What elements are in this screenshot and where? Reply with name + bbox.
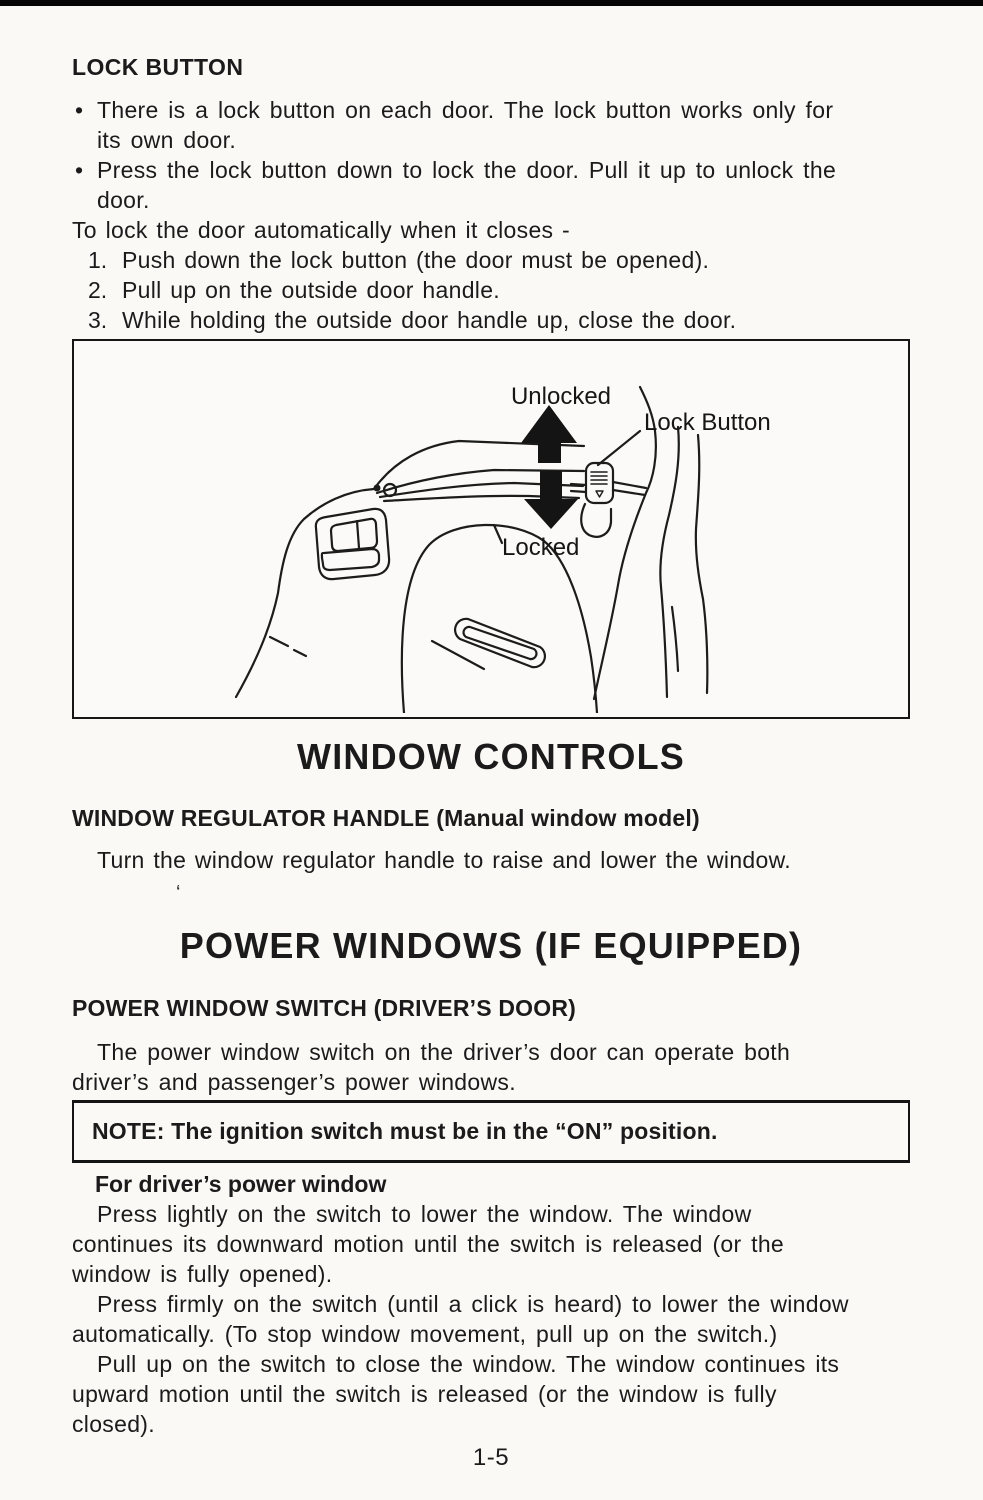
lock-button-hatch bbox=[590, 471, 608, 485]
list-item: • There is a lock button on each door. T… bbox=[72, 95, 910, 155]
window-controls-heading: WINDOW CONTROLS bbox=[297, 736, 685, 777]
text-line: door. bbox=[97, 187, 150, 213]
driver-power-window-paragraphs: Press lightly on the switch to lower the… bbox=[72, 1199, 910, 1439]
text-line: The power window switch on the driver’s … bbox=[97, 1039, 791, 1065]
sill-line bbox=[375, 468, 586, 495]
ignition-note-box: NOTE: The ignition switch must be in the… bbox=[72, 1100, 910, 1163]
list-item: 1. Push down the lock button (the door m… bbox=[72, 245, 910, 275]
text-line: There is a lock button on each door. The… bbox=[97, 97, 834, 123]
bullet-text: Press the lock button down to lock the d… bbox=[97, 155, 910, 215]
door-handle-lever bbox=[320, 547, 381, 572]
paragraph: Pull up on the switch to close the windo… bbox=[72, 1349, 910, 1439]
lock-button-heading: LOCK BUTTON bbox=[72, 54, 244, 80]
scan-artifact: ‘ bbox=[176, 882, 181, 904]
armrest-slot-inner bbox=[462, 625, 538, 661]
window-regulator-body: Turn the window regulator handle to rais… bbox=[97, 847, 791, 873]
auto-lock-intro: To lock the door automatically when it c… bbox=[72, 217, 570, 243]
lock-button-figure: Unlocked Lock Button Locked bbox=[72, 339, 910, 719]
lock-rod-stub bbox=[569, 482, 588, 494]
text-line: Press the lock button down to lock the d… bbox=[97, 157, 837, 183]
text-line: Pull up on the switch to close the windo… bbox=[97, 1351, 840, 1377]
sill-line bbox=[382, 494, 581, 503]
text-line: automatically. (To stop window movement,… bbox=[72, 1321, 778, 1347]
power-window-switch-body: The power window switch on the driver’s … bbox=[72, 1037, 910, 1097]
figure-label-locked: Locked bbox=[502, 534, 579, 561]
window-regulator-subheading: WINDOW REGULATOR HANDLE (Manual window m… bbox=[72, 805, 700, 831]
text-line: window is fully opened). bbox=[72, 1261, 333, 1287]
figure-label-unlocked: Unlocked bbox=[511, 383, 611, 410]
door-handle-bezel bbox=[314, 507, 391, 581]
driver-power-window-heading: For driver’s power window bbox=[95, 1171, 387, 1197]
lock-button-leader-line bbox=[596, 429, 642, 467]
list-item: • Press the lock button down to lock the… bbox=[72, 155, 910, 215]
text-line: driver’s and passenger’s power windows. bbox=[72, 1069, 516, 1095]
text-line: closed). bbox=[72, 1411, 155, 1437]
paragraph: Press firmly on the switch (until a clic… bbox=[72, 1289, 910, 1349]
list-item: 3. While holding the outside door handle… bbox=[72, 305, 910, 335]
page-content: LOCK BUTTON • There is a lock button on … bbox=[0, 55, 983, 1472]
locked-leader-line bbox=[492, 523, 504, 545]
sill-dot bbox=[373, 484, 381, 492]
text-line: its own door. bbox=[97, 127, 237, 153]
auto-lock-steps: 1. Push down the lock button (the door m… bbox=[72, 245, 910, 335]
bullet-icon: • bbox=[75, 157, 84, 183]
panel-crease bbox=[430, 639, 486, 671]
bullet-icon: • bbox=[75, 97, 84, 123]
door-panel-seam bbox=[400, 523, 599, 713]
text-line: continues its downward motion until the … bbox=[72, 1231, 785, 1257]
pillar-line bbox=[694, 433, 709, 695]
scan-edge-bar bbox=[0, 0, 983, 6]
door-handle-cup bbox=[329, 517, 379, 553]
step-text: Pull up on the outside door handle. bbox=[122, 277, 500, 303]
pillar-line bbox=[670, 605, 680, 673]
sill-grommet bbox=[382, 482, 398, 498]
text-line: Press firmly on the switch (until a clic… bbox=[97, 1291, 849, 1317]
door-edge bbox=[234, 487, 376, 699]
lock-rod bbox=[611, 480, 648, 497]
lock-button-mark bbox=[595, 490, 604, 498]
list-item: 2. Pull up on the outside door handle. bbox=[72, 275, 910, 305]
armrest-slot-outer bbox=[453, 617, 547, 669]
step-text: While holding the outside door handle up… bbox=[122, 307, 737, 333]
unlock-up-arrow-icon bbox=[521, 405, 577, 463]
pillar-line bbox=[592, 385, 657, 701]
text-line: Press lightly on the switch to lower the… bbox=[97, 1201, 752, 1227]
figure-label-lock-button: Lock Button bbox=[644, 409, 771, 436]
step-number: 1. bbox=[88, 247, 108, 273]
door-handle-divider bbox=[355, 519, 361, 550]
pillar-line bbox=[659, 425, 680, 699]
power-window-switch-subheading: POWER WINDOW SWITCH (DRIVER’S DOOR) bbox=[72, 995, 577, 1021]
door-lock-illustration: Unlocked Lock Button Locked bbox=[234, 383, 771, 713]
step-number: 2. bbox=[88, 277, 108, 303]
paragraph: Press lightly on the switch to lower the… bbox=[72, 1199, 910, 1289]
sill-line bbox=[372, 439, 586, 491]
lock-button-bullet-list: • There is a lock button on each door. T… bbox=[72, 95, 910, 215]
text-line: upward motion until the switch is releas… bbox=[72, 1381, 777, 1407]
bullet-text: There is a lock button on each door. The… bbox=[97, 95, 910, 155]
panel-dashes bbox=[268, 635, 308, 658]
power-windows-heading: POWER WINDOWS (IF EQUIPPED) bbox=[179, 925, 803, 966]
page-number: 1-5 bbox=[472, 1444, 510, 1471]
step-text: Push down the lock button (the door must… bbox=[122, 247, 710, 273]
lock-down-arrow-icon bbox=[524, 471, 578, 529]
step-number: 3. bbox=[88, 307, 108, 333]
lock-pocket bbox=[580, 502, 613, 538]
